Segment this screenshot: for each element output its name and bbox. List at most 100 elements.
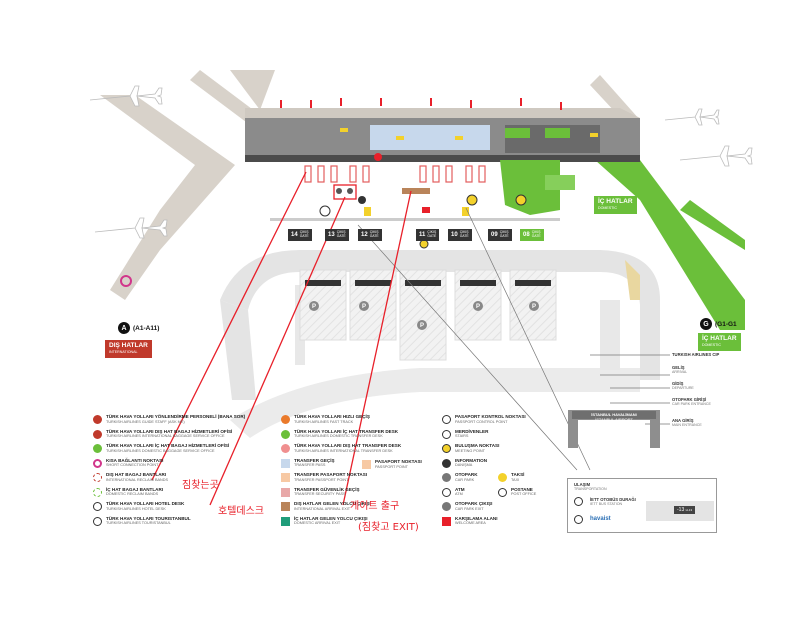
legend-item-subtitle: TAXI <box>511 477 520 482</box>
right-label: TURKISH AIRLINES CIP <box>672 352 719 357</box>
annotation-gate-exit: 게이트 출구 <box>350 501 400 512</box>
legend-item: TÜRK HAVA YOLLARI YÖNLENDİRME PERSONELİ … <box>93 414 245 424</box>
gate-number: 12 <box>361 232 368 238</box>
pier-g-letter: G <box>700 318 712 330</box>
annotation-baggage: 짐찾는곳 <box>182 480 219 491</box>
pier-a-badge: A (A1-A11) <box>118 322 159 334</box>
zone-international-sub: INTERNATIONAL <box>109 350 138 354</box>
info-icon <box>442 458 451 468</box>
legend-item-subtitle: TURKISH AIRLINES INTERNATIONAL BAGGAGE S… <box>106 434 225 438</box>
bus-number-sub: H-13 <box>685 508 693 512</box>
hotel-desk-marker <box>333 184 357 200</box>
gate-sub: GATE <box>299 234 309 238</box>
right-label-t2: MAIN ENTRANCE <box>672 423 702 427</box>
legend-item-subtitle: TRANSFER PASS <box>294 463 326 467</box>
pinkish-square-icon <box>281 487 290 497</box>
pier-a <box>100 70 275 300</box>
stairs-icon <box>442 429 451 439</box>
legend-item-subtitle: INTERNATIONAL ARRIVAL EXIT <box>294 506 351 511</box>
right-label-t1: OTOPARK GİRİŞİ <box>672 397 707 402</box>
red-dash-ring-icon <box>93 473 102 482</box>
zone-domestic-upper-title: İÇ HATLAR <box>598 198 633 205</box>
legend-item-subtitle: DANIŞMA <box>455 463 473 467</box>
transportation-box: ULAŞIM TRANSPORTATION İETT OTOBÜS DURAĞI… <box>567 478 717 533</box>
passport-icon <box>442 415 451 424</box>
legend-item-subtitle: TURKISH AIRLINES FAST TRACK <box>294 419 354 424</box>
transport-bus-t1: İETT OTOBÜS DURAĞI <box>590 497 636 502</box>
legend-item-subtitle: TURKISH AIRLINES DOMESTIC TRANSFER DESK <box>294 434 383 438</box>
taxi-icon <box>498 473 507 482</box>
annotation-lines <box>151 171 412 506</box>
gate-label: ÇIKIŞ <box>499 230 509 235</box>
bus-icon <box>574 497 583 506</box>
legend-item-subtitle: CAR PARK <box>455 477 475 482</box>
teal-square-icon <box>281 516 290 526</box>
svg-text:P: P <box>420 323 424 329</box>
gate-label: ÇIKIŞ <box>531 230 541 235</box>
legend-item-subtitle: POST OFFICE <box>511 492 537 496</box>
legend-item-title: TRANSFER PASAPORT NOKTASI <box>294 472 368 477</box>
legend-item-subtitle: TURKISH AIRLINES HOTEL DESK <box>106 506 166 511</box>
legend-item-subtitle: DOMESTIC RECLAIM BANDS <box>106 492 159 496</box>
legend-item-title: ATM <box>455 486 465 492</box>
legend-item-title: TRANSFER GEÇİŞ <box>294 457 335 463</box>
right-label-t2: ARRIVAL <box>672 370 688 374</box>
pink-dot-icon <box>281 444 290 453</box>
gate-sub: GATE <box>531 234 541 238</box>
legend-passport-point-t2: PASSPORT POINT <box>375 464 408 469</box>
carpark-exit-icon <box>442 502 451 511</box>
legend-item-title: OTOPARK <box>455 472 478 477</box>
legend-item-title: DIŞ HATLAR GELEN YOLCU ÇIKIŞI <box>294 501 371 506</box>
legend-passport-point: PASAPORT NOKTASI PASSPORT POINT <box>362 459 422 469</box>
tourist-icon <box>93 516 102 526</box>
blue-square-icon <box>281 458 290 468</box>
arrival-exit-marker <box>402 188 430 194</box>
terminal-icons <box>319 188 527 249</box>
havaist-icon <box>574 515 583 524</box>
right-label-t1: ANA GİRİŞ <box>672 418 694 423</box>
legend-item-title: BULUŞMA NOKTASI <box>455 443 500 448</box>
legend-item-subtitle: ATM <box>455 492 463 496</box>
pier-g-badge: G (G1-G1 <box>700 318 737 330</box>
svg-text:P: P <box>476 304 480 310</box>
legend-item-subtitle: TRANSFER PASSPORT POINT <box>294 477 349 482</box>
legend-item-subtitle: WELCOME AREA <box>455 521 486 525</box>
atm-icon <box>442 487 451 497</box>
hotel-icon <box>93 502 102 511</box>
legend-item-title: MERDİVENLER <box>455 428 489 434</box>
legend-item-title: TÜRK HAVA YOLLARI YÖNLENDİRME PERSONELİ … <box>106 414 246 419</box>
pink-ring-icon <box>93 458 102 468</box>
havaist-label: havaist <box>590 516 611 522</box>
gate-label: ÇIKIŞ <box>369 230 379 235</box>
annotation-exit-paren: (짐찾고 EXIT) <box>358 522 419 533</box>
green-dot-icon <box>281 429 290 439</box>
welcome-icon <box>442 516 451 526</box>
legend-item-title: KISA BAĞLANTI NOKTASI <box>106 457 164 463</box>
legend-item-title: INFORMATION <box>455 457 488 463</box>
zone-domestic-upper-sub: DOMESTIC <box>598 206 617 210</box>
check-in-area <box>304 165 486 183</box>
gate-number: 13 <box>328 232 335 238</box>
right-label-t1: GELİŞ <box>672 365 685 370</box>
main-entrance-sign: İSTANBUL HAVALİMANI İSTANBUL AIRPORT <box>588 412 640 422</box>
transport-title: ULAŞIM <box>574 482 591 487</box>
legend-item-subtitle: TURKISH AIRLINES GUIDE STAFF (ASK ME) <box>106 419 185 424</box>
legend-item-title: KARŞILAMA ALANI <box>455 515 498 521</box>
